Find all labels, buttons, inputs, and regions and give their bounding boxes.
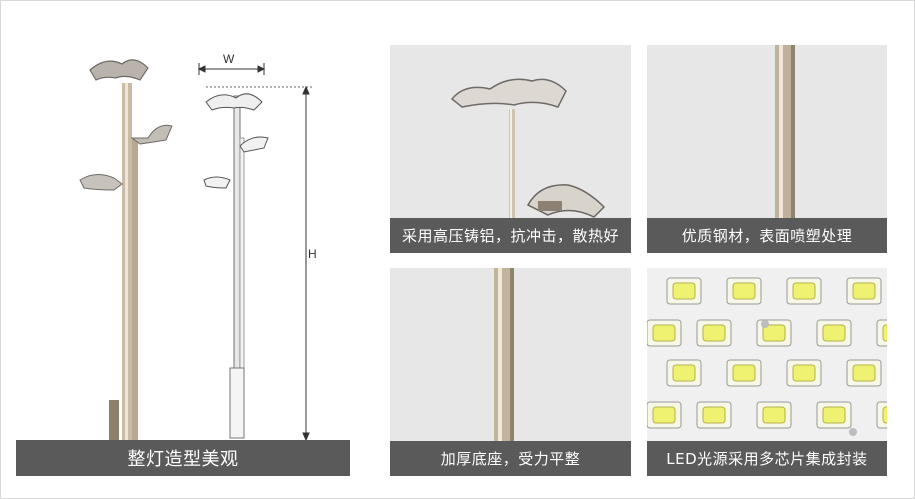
led-chip-phosphor (882, 406, 887, 424)
main-caption: 整灯造型美观 (16, 440, 350, 476)
led-chip-phosphor (762, 406, 786, 424)
led-chip-phosphor (792, 364, 816, 382)
led-chip-phosphor (882, 324, 887, 342)
lamp-head-image (450, 78, 606, 229)
detail-panel-steel: 优质钢材，表面喷塑处理 (647, 45, 887, 253)
lamp-sketch-illustration (203, 93, 269, 439)
detail-panel-led-chips: LED光源采用多芯片集成封装 (647, 268, 887, 476)
detail-panel-cast-aluminum: 采用高压铸铝，抗冲击，散热好 (390, 45, 631, 253)
detail-caption-3: 加厚底座，受力平整 (390, 441, 631, 476)
led-chip-phosphor (822, 324, 846, 342)
detail-panel-base: 加厚底座，受力平整 (390, 268, 631, 476)
lamp-drawings (79, 59, 312, 445)
detail-caption-2: 优质钢材，表面喷塑处理 (647, 218, 887, 253)
base-image (494, 268, 514, 476)
led-chip-phosphor (852, 364, 876, 382)
led-chip-phosphor (672, 364, 696, 382)
led-chip-phosphor (732, 282, 756, 300)
detail-caption-4: LED光源采用多芯片集成封装 (647, 441, 887, 476)
width-dimension-label: W (223, 52, 235, 66)
detail-caption-1: 采用高压铸铝，抗冲击，散热好 (390, 218, 631, 253)
dimension-lines (197, 63, 312, 442)
led-chip-phosphor (852, 282, 876, 300)
led-chip-image (647, 277, 887, 450)
led-chip-phosphor (652, 324, 676, 342)
led-chip-phosphor (672, 282, 696, 300)
led-chip-phosphor (702, 324, 726, 342)
led-chip-phosphor (792, 282, 816, 300)
led-chip-phosphor (652, 406, 676, 424)
main-lamp-panel: W H 整灯造型美观 (16, 8, 350, 476)
height-dimension-label: H (308, 247, 317, 261)
lamp-photo-illustration (79, 59, 173, 445)
steel-pole-image (775, 45, 795, 253)
led-chip-phosphor (822, 406, 846, 424)
led-chip-phosphor (732, 364, 756, 382)
led-chip-phosphor (702, 406, 726, 424)
led-chip-phosphor (762, 324, 786, 342)
